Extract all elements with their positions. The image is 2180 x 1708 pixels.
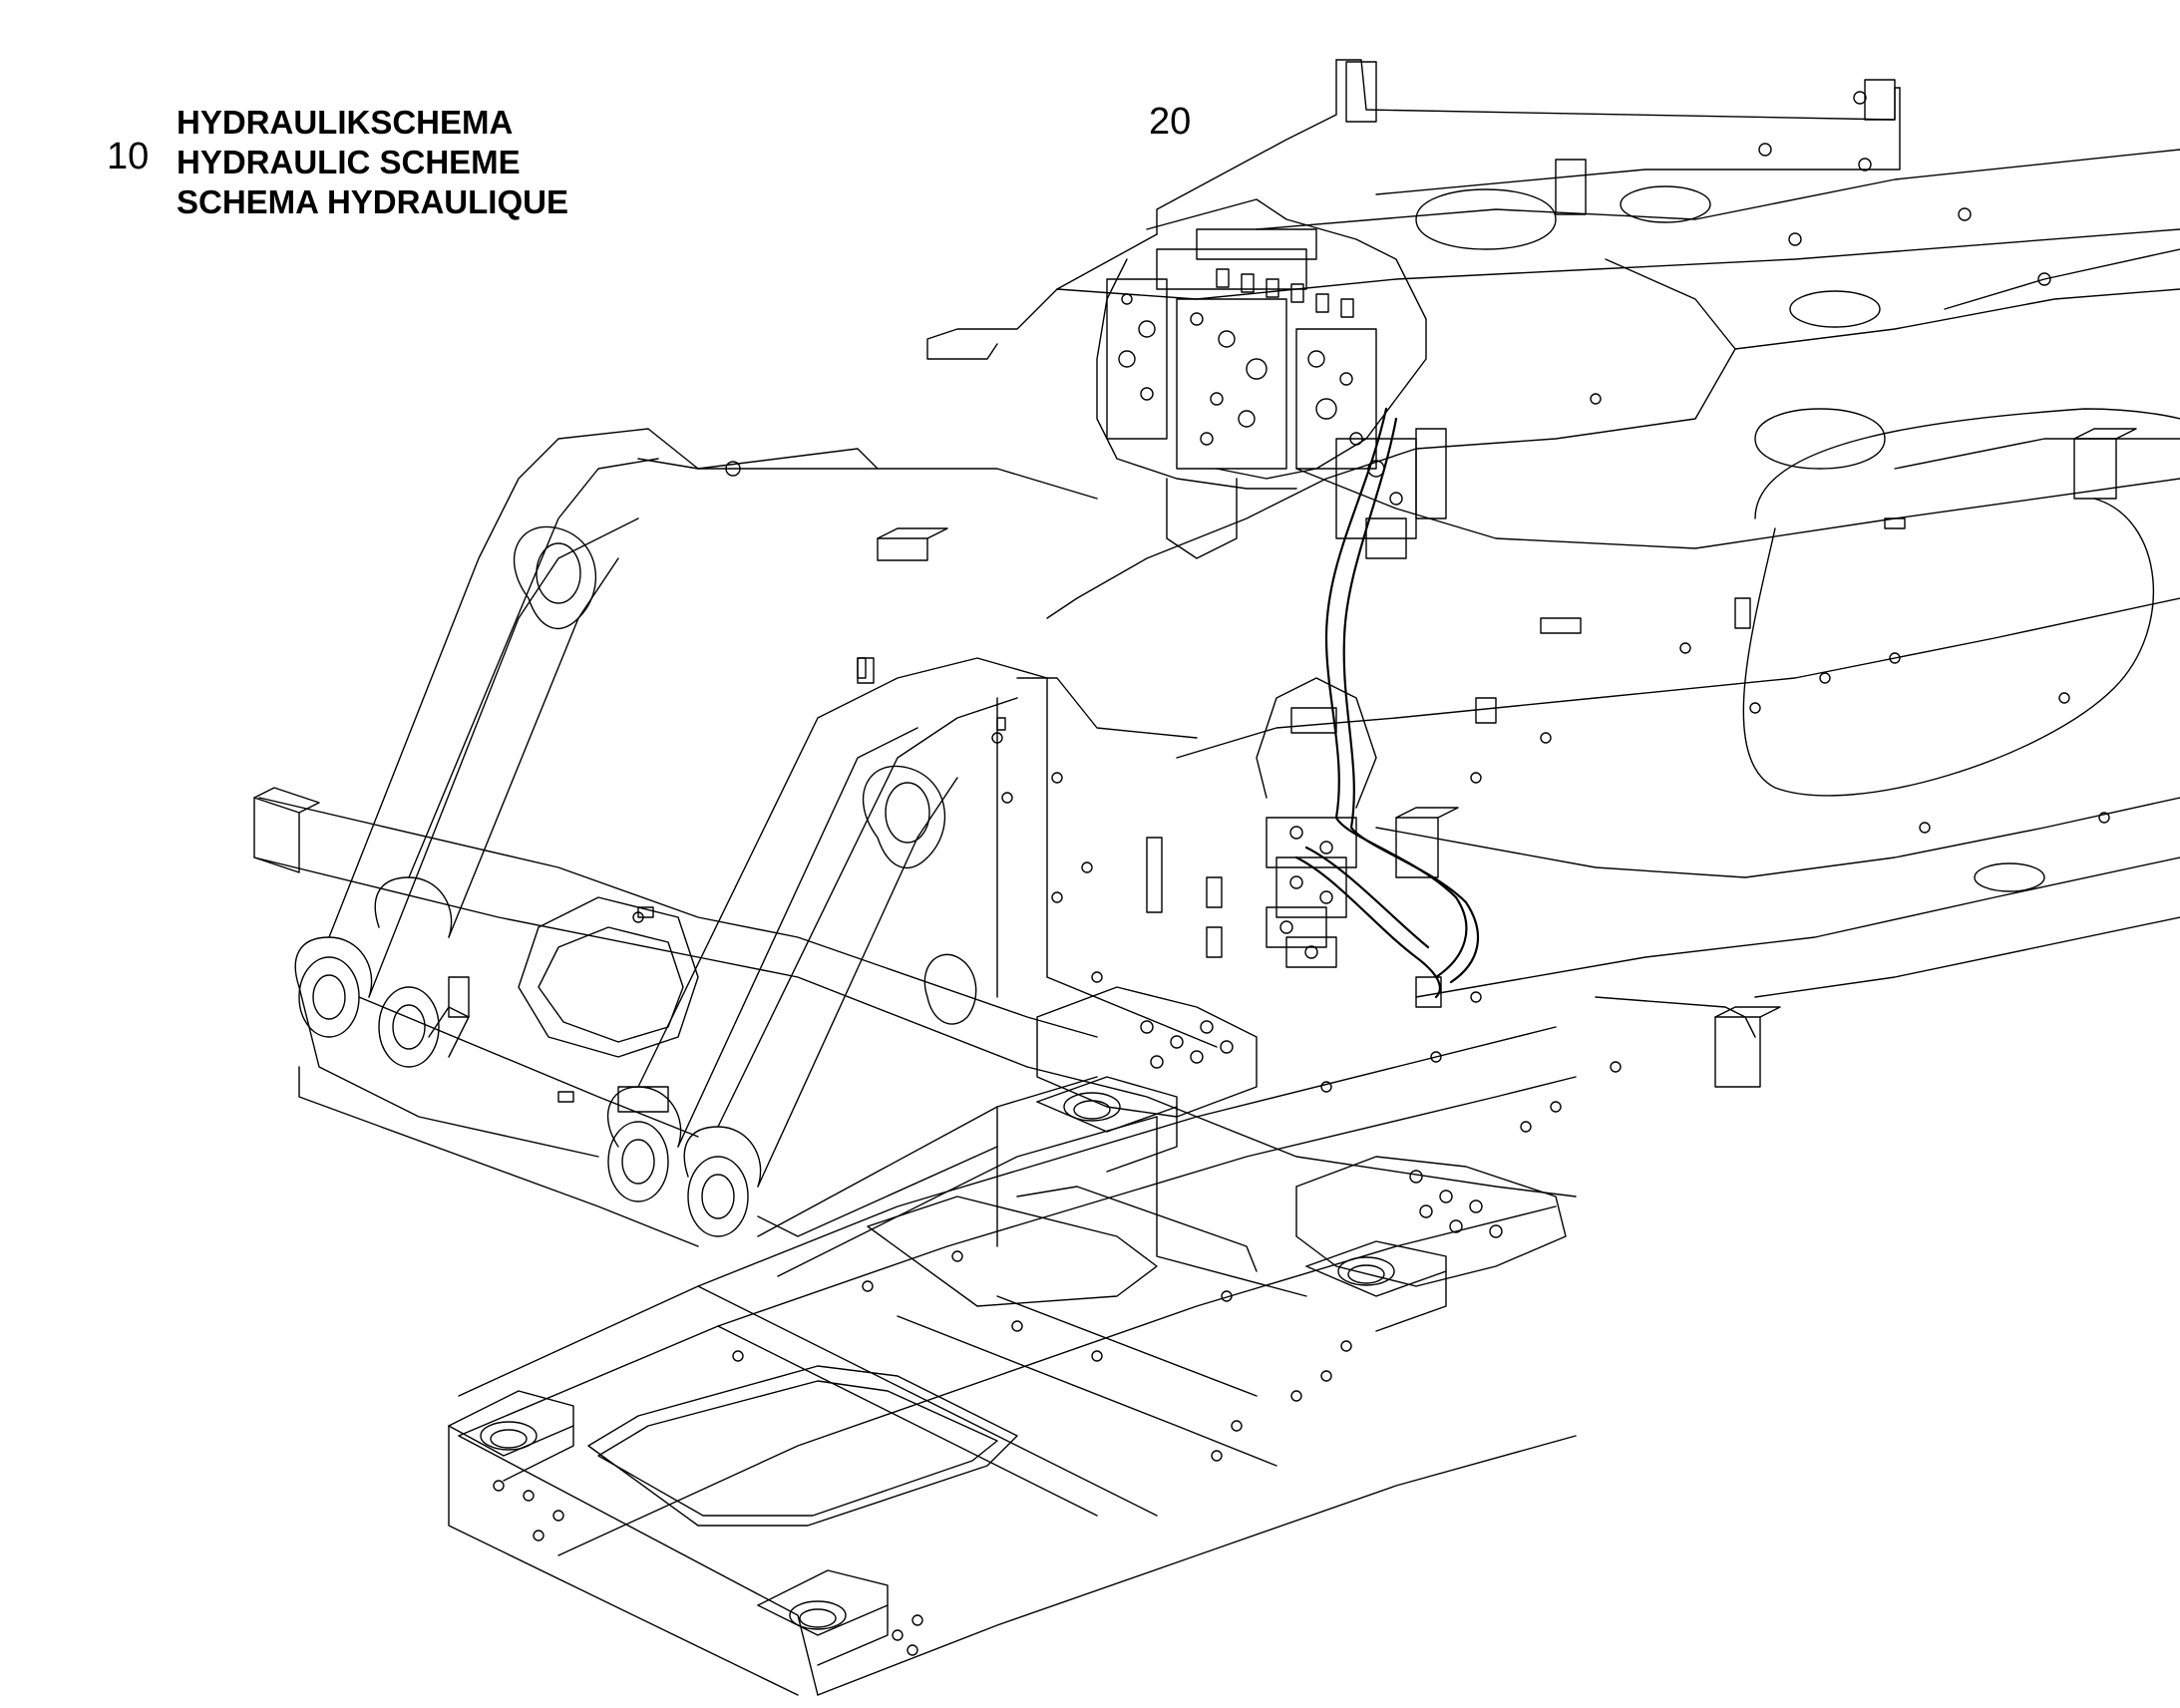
hydraulic-hoses [1294,407,1480,999]
boom-mount-right [607,657,1223,1237]
title-line-en: HYDRAULIC SCHEME [177,144,521,180]
callout-20: 20 [1149,101,1192,143]
control-valve [1096,198,1447,559]
title-line-fr: SCHEMA HYDRAULIQUE [177,183,568,220]
auxiliary-valve [1256,677,1442,1008]
title-block: HYDRAULIKSCHEMA HYDRAULIC SCHEME SCHEMA … [177,103,568,222]
boom-mount-left [253,428,1098,1247]
rear-frame [926,59,2180,1088]
callout-10: 10 [107,136,150,177]
front-frame [253,797,1622,1696]
title-line-de: HYDRAULIKSCHEMA [177,104,514,141]
